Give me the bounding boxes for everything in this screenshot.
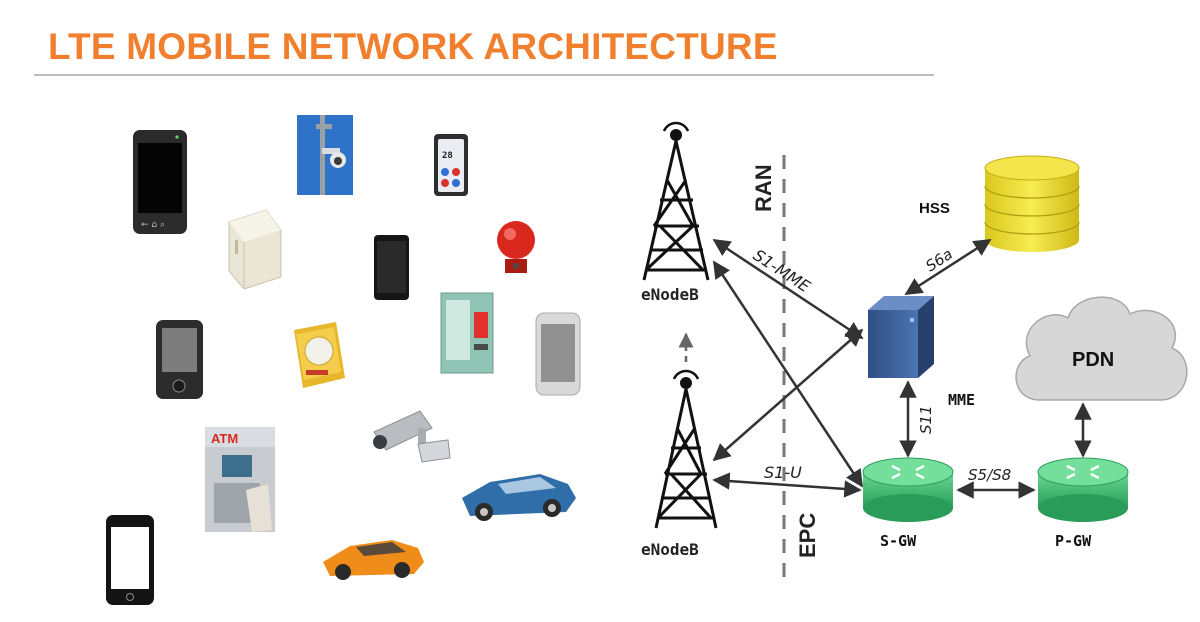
atm-label: ATM [211, 431, 238, 446]
security-camera-icon [373, 410, 451, 463]
feature-phone-icon [156, 320, 203, 399]
orange-car-icon [323, 540, 424, 580]
enodeb-tower-top [642, 121, 710, 281]
hss-label: HSS [919, 200, 950, 217]
thermostat-reading: 28 [442, 151, 453, 161]
epc-label: EPC [795, 513, 820, 558]
thermostat-remote-icon: 28 [434, 134, 468, 196]
blue-car-icon [462, 474, 576, 521]
mme-label: MME [948, 391, 975, 409]
link-s1-u-top [712, 260, 864, 488]
p-gw-label: P-GW [1055, 532, 1092, 550]
link-s1-mme-top [712, 238, 864, 340]
interface-s11-label: S11 [917, 405, 935, 434]
refrigerator-icon [228, 209, 282, 290]
s-gw-label: S-GW [880, 532, 917, 550]
smoke-detector-icon [294, 322, 345, 388]
interface-s1-u-label: S1-U [764, 463, 802, 482]
hss-database-icon [984, 155, 1080, 252]
interface-s6a-label: S6a [922, 245, 956, 275]
mme-server-icon [868, 296, 934, 378]
smartphone-icon [106, 515, 154, 605]
device-collage: ← ⌂ ⌕ 28 [106, 115, 581, 605]
pdn-cloud-icon [1015, 296, 1188, 401]
enodeb-top-label: eNodeB [641, 285, 699, 304]
link-s1-mme-bottom [712, 328, 864, 462]
link-s1-u-bottom [712, 472, 862, 498]
enodeb-tower-bottom [654, 369, 718, 529]
smartphone-icon: ← ⌂ ⌕ [133, 130, 187, 234]
p-gw-router-icon [1037, 457, 1129, 522]
street-camera-icon [297, 115, 353, 195]
ran-label: RAN [751, 164, 776, 212]
page-title: LTE MOBILE NETWORK ARCHITECTURE [48, 26, 778, 67]
smartphone-icon [374, 235, 409, 300]
interface-s5-s8-label: S5/S8 [968, 466, 1011, 484]
atm-icon: ATM [205, 427, 275, 532]
s-gw-router-icon [862, 457, 954, 522]
vending-machine-icon [440, 292, 494, 374]
link-s6a [904, 238, 992, 296]
smartphone-icon [535, 312, 581, 396]
title-divider [34, 74, 934, 76]
alarm-bell-icon [497, 221, 535, 273]
pdn-label: PDN [1072, 349, 1114, 371]
enodeb-bottom-label: eNodeB [641, 540, 699, 559]
svg-text:← ⌂ ⌕: ← ⌂ ⌕ [141, 220, 165, 230]
